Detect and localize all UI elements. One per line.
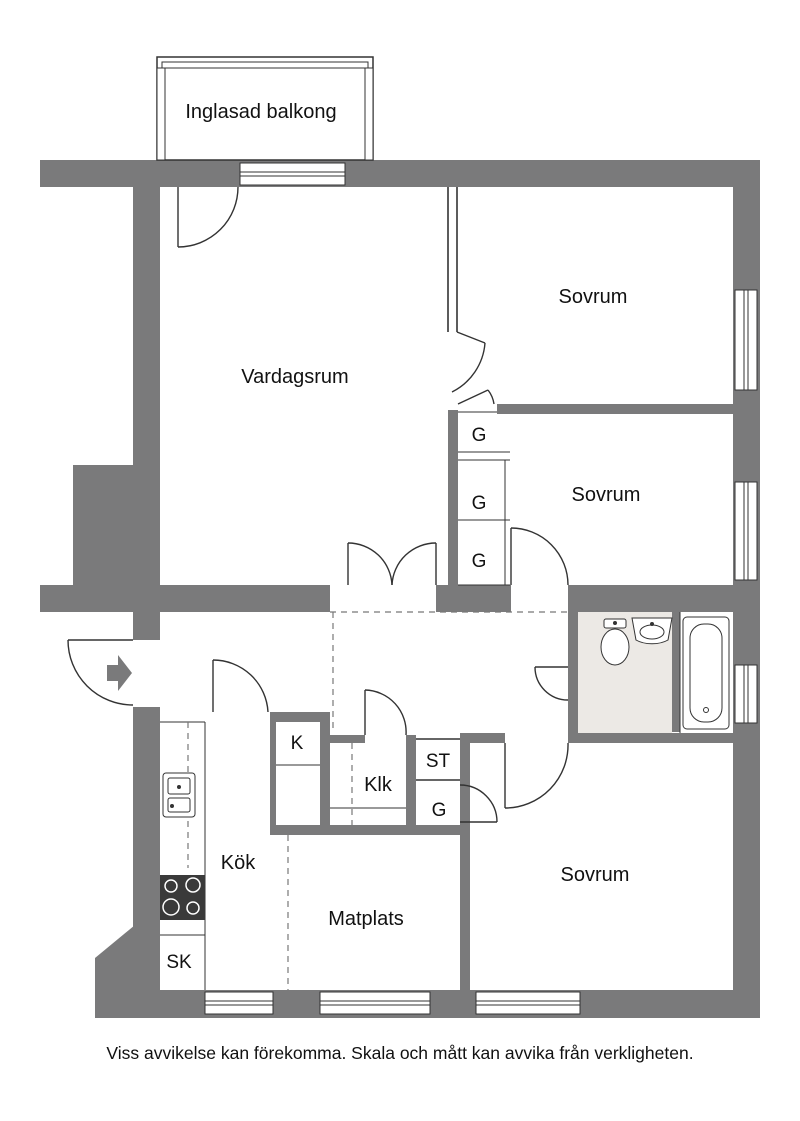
room-label-dining: Matplats [328,908,404,930]
storage-label-k: K [291,733,304,754]
room-label-bedroom-bottom: Sovrum [561,864,630,886]
washbasin-icon [631,617,673,645]
toilet-icon [600,618,630,666]
storage-label-sk: SK [166,952,192,973]
windows [204,162,758,1015]
kitchen-sink-icon [162,772,196,818]
room-label-living: Vardagsrum [241,366,348,388]
bathtub-icon [682,616,730,730]
room-label-closet: Klk [364,774,393,796]
storage-label-g2: G [472,493,487,514]
storage-label-g3: G [472,551,487,572]
balcony [156,56,374,161]
entrance-arrow-icon [107,655,132,691]
storage-label-g1: G [472,425,487,446]
thresholds [187,611,568,990]
floor-plan: Inglasad balkong Vardagsrum Sovrum Sovru… [40,56,760,1018]
disclaimer-text: Viss avvikelse kan förekomma. Skala och … [106,1043,694,1063]
doors [67,186,569,823]
room-label-balcony: Inglasad balkong [185,101,336,123]
storage-label-st: ST [426,751,451,772]
room-label-bedroom-top: Sovrum [559,286,628,308]
stove-icon [160,875,205,920]
room-label-bedroom-mid: Sovrum [572,484,641,506]
storage-label-g4: G [432,800,447,821]
room-label-kitchen: Kök [221,852,256,874]
interior-walls [160,187,733,998]
